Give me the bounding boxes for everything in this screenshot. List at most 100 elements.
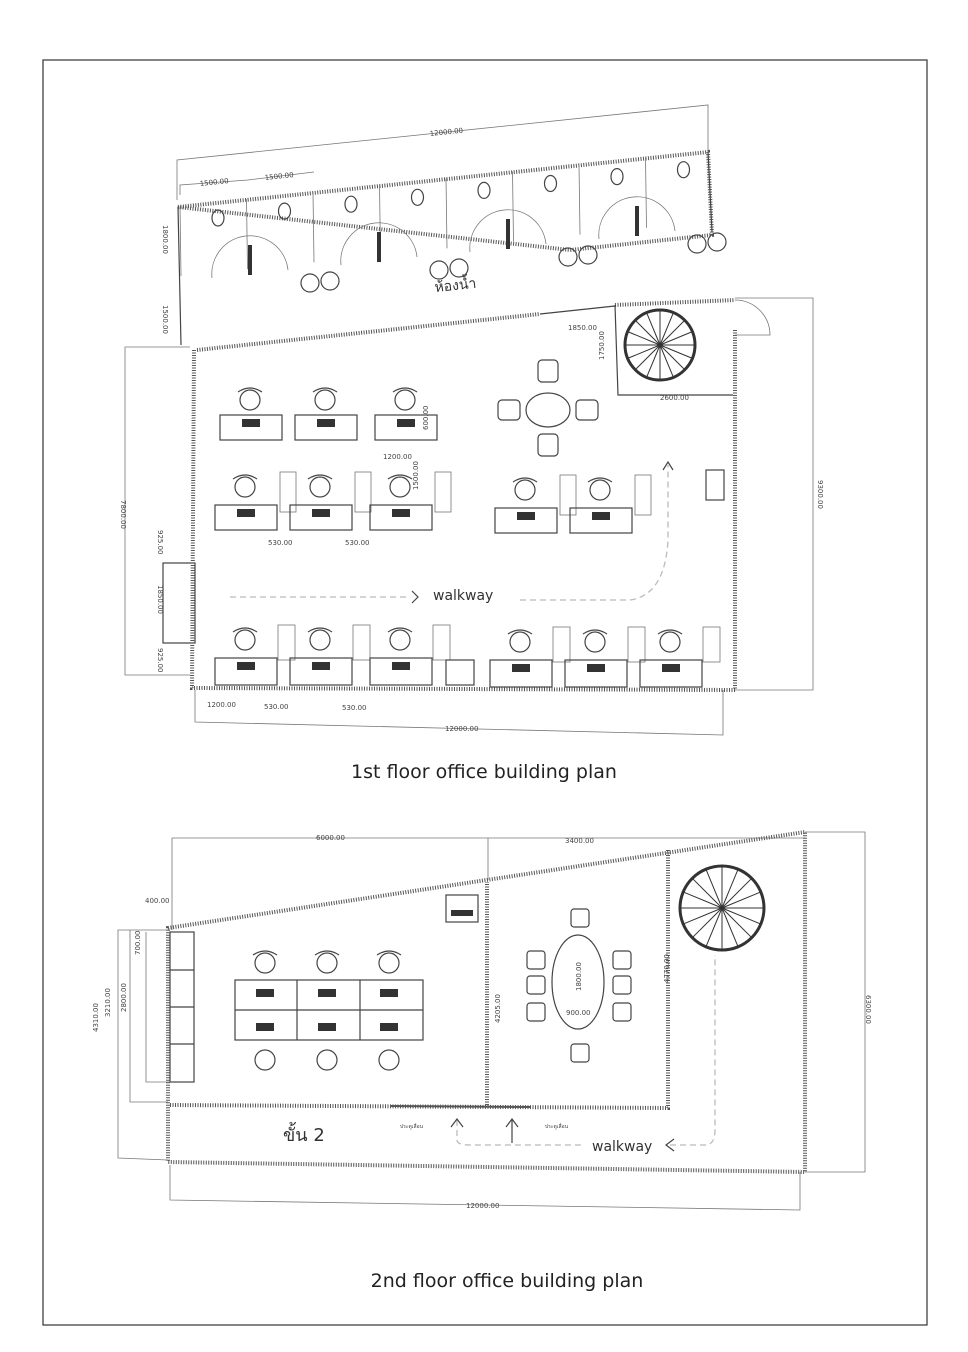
sink-icon [687,234,707,254]
meeting-chair-icon [570,908,590,928]
dim-meeting-width: 3400.00 [565,837,594,845]
workstation-desk [369,504,433,531]
dim-shelf-depth: 400.00 [145,897,170,905]
sheet-border [42,59,928,1326]
workstation-desk [639,659,703,688]
office-chair-icon [254,1049,276,1071]
toilet-icon [610,168,624,186]
workstation-desk [219,414,283,441]
door-label-left: ประตูเลื่อน [400,1123,424,1130]
meeting-table [551,934,605,1030]
office-chair-icon [376,950,402,974]
meeting-chair-icon [612,975,632,995]
meeting-chair-icon [526,950,546,970]
door-swing [211,235,289,279]
toilet-icon [211,209,225,227]
printer [445,894,479,923]
meeting-chair-icon [526,1002,546,1022]
office-chair-icon [582,629,608,653]
office-chair-icon [378,1049,400,1071]
office-chair-icon [314,950,340,974]
meeting-chair-icon [612,950,632,970]
office-chair-icon [307,627,333,651]
dim-meeting-height: 4205.00 [494,994,502,1023]
dim-stair-depth: 1750.00 [598,331,606,360]
office-chair-icon [507,629,533,653]
dim-left-inner: 3210.00 [104,988,112,1017]
dim-shelf-total: 2800.00 [120,983,128,1012]
dim-desk-depth: 600.00 [422,406,430,431]
dim-aisle-a: 530.00 [268,539,293,547]
restroom-wall [177,149,715,253]
toilet-icon [477,181,491,199]
toilet-icon [676,161,691,179]
dim-entry-top: 925.00 [156,530,164,555]
sink-icon [449,258,469,278]
office-chair-icon [316,1049,338,1071]
floor2-label: ขั้น 2 [283,1122,325,1146]
dim-table-width: 900.00 [566,1009,591,1017]
dim-entry-door: 1850.00 [156,585,164,614]
dim-bottom-desk: 1200.00 [207,701,236,709]
dim-left-total: 4310.00 [92,1003,100,1032]
restroom-label: ห้องน้ำ [433,273,477,296]
dim-entry-bottom: 925.00 [156,648,164,673]
toilet-icon [410,188,425,206]
dim-door-width: 1850.00 [568,324,597,332]
toilet-icon [277,202,292,220]
walkway-label: walkway [433,588,493,604]
printer [445,659,475,686]
dim-stall-a: 1500.00 [199,177,229,188]
office-chair-icon [657,629,683,653]
dim-corridor-depth: 1500.00 [161,305,169,334]
office-chair-icon [307,474,333,498]
floor1-plan: 12000.00 1500.00 1500.00 1800.00 1500.00… [119,104,824,783]
dim-right-total: 6300.00 [864,995,872,1024]
door-swing [340,222,418,266]
sink-icon [429,260,449,280]
floor2-caption: 2nd floor office building plan [371,1270,644,1292]
workstation-desk [374,414,438,441]
workstation-desk [494,507,558,534]
dim-restroom-depth: 1800.00 [161,225,169,254]
dim-bottom-total-2: 12000.00 [466,1202,499,1210]
workstation-desk [569,507,633,534]
workstation-desk [214,504,278,531]
dim-office-width: 6000.00 [316,834,345,842]
floor2-plan: 6000.00 3400.00 400.00 700.00 2800.00 32… [92,829,872,1292]
office-chair-icon [387,627,413,651]
dim-aisle-b: 530.00 [345,539,370,547]
office-chair-icon [237,387,263,411]
toilet-icon [543,174,558,193]
floor1-caption: 1st floor office building plan [351,761,617,783]
office-chair-icon [312,387,338,411]
office-top-wall [196,312,541,352]
workstation-desk [214,657,278,686]
dim-top-total: 12000.00 [429,127,463,138]
dim-row-gap: 1500.00 [412,461,420,490]
dim-stair-height: 4770.00 [663,954,671,983]
door-swing [469,209,547,253]
meeting-chair-icon [526,975,546,995]
office-chair-icon [232,627,258,651]
workstation-desk [289,504,353,531]
door-swing [598,196,676,240]
walkway-path [230,465,669,601]
sink-icon [707,232,727,252]
office-chair-icon [392,387,418,411]
dim-bottom-aisle-b: 530.00 [342,704,367,712]
sink-icon [300,273,320,293]
water-dispenser [705,469,725,501]
walkway-label-2: walkway [592,1139,652,1155]
office-chair-icon [387,474,413,498]
entry-door-swing [734,299,771,336]
dim-stair-width: 2600.00 [660,394,689,402]
office-chair-icon [252,950,278,974]
office-chair-icon [512,477,538,501]
sink-icon [320,271,340,291]
sink-icon [578,245,598,265]
door-label-right: ประตูเลื่อน [545,1123,569,1130]
dim-bottom-total: 12000.00 [445,725,478,733]
dim-stall-b: 1500.00 [264,171,294,182]
